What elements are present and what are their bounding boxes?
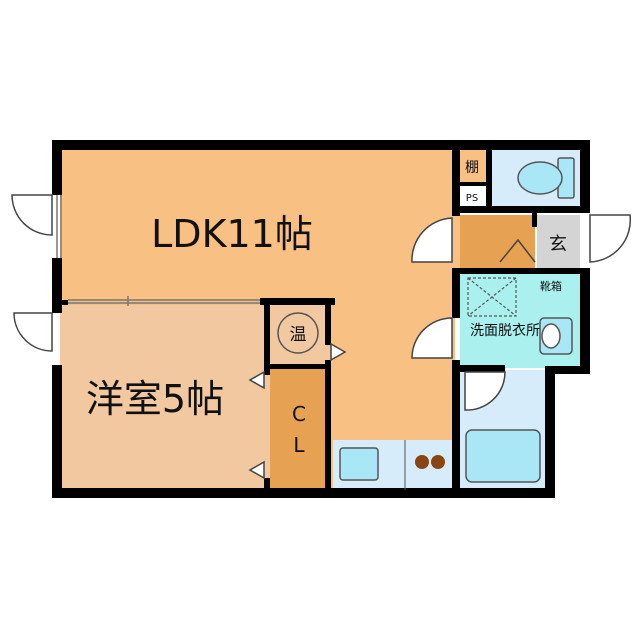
doors xyxy=(11,194,632,480)
window-left xyxy=(56,195,62,258)
shoe-box-label: 靴箱 xyxy=(540,279,562,293)
stove-burner-icon xyxy=(431,455,445,469)
washbasin-icon xyxy=(539,317,573,355)
closet-label-l: L xyxy=(293,433,305,457)
sliding-partition xyxy=(68,296,260,306)
western-room-label: 洋室5帖 xyxy=(86,377,224,421)
kitchen-sink xyxy=(339,447,379,481)
entrance-floor xyxy=(460,215,535,270)
walls xyxy=(52,140,590,498)
washroom-label: 洗面脱衣所 xyxy=(470,323,540,339)
pipe-space-label: PS xyxy=(466,193,478,204)
ldk-label: LDK11帖 xyxy=(151,212,313,256)
genkan-floor xyxy=(537,215,580,270)
room-ldk xyxy=(60,148,460,490)
washing-machine-pan xyxy=(467,277,517,317)
pipe-space-area xyxy=(458,185,486,207)
toilet-icon xyxy=(517,157,575,199)
closet-label-c: C xyxy=(292,402,306,426)
water-heater-label: 温 xyxy=(290,325,307,345)
shelf-label: 棚 xyxy=(465,160,479,176)
water-heater-icon xyxy=(277,312,319,354)
entrance-label: 玄 xyxy=(549,234,567,255)
room-western xyxy=(60,305,270,488)
entrance-step xyxy=(499,238,536,263)
shelf-area xyxy=(458,148,486,183)
room-closet xyxy=(270,368,330,490)
bathtub-icon xyxy=(465,429,541,483)
stove-burner-icon xyxy=(415,455,429,469)
